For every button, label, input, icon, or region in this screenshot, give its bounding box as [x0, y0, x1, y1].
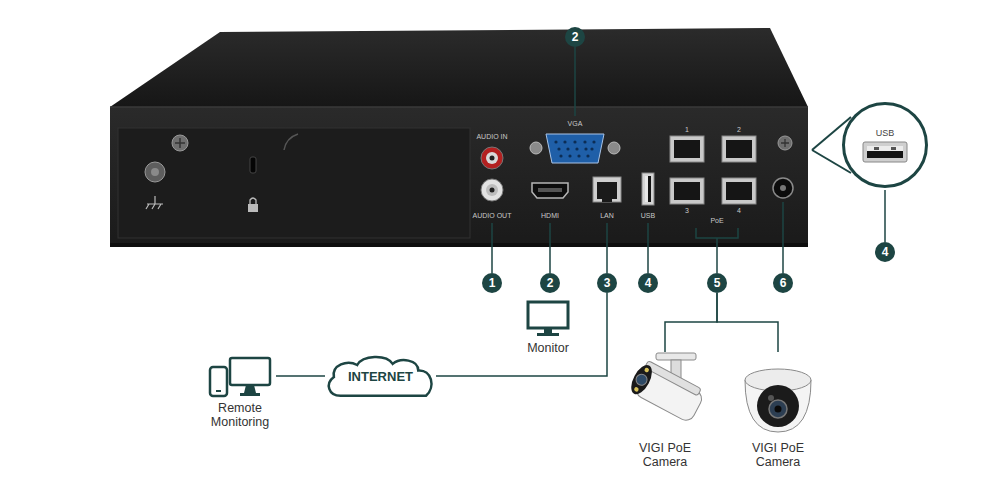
- port-label: 2: [737, 126, 741, 134]
- dome-camera-icon: [735, 352, 821, 438]
- node-text: 1: [489, 277, 496, 289]
- node-text: 4: [645, 277, 652, 289]
- port-label: AUDIO IN: [476, 133, 507, 141]
- port-label: PoE: [710, 217, 723, 225]
- callout-number: 4: [638, 273, 658, 293]
- remote-device-icon: [208, 356, 272, 398]
- audio-ports: [481, 147, 503, 201]
- callout-number: 5: [707, 273, 727, 293]
- remote-monitoring-node: Remote Monitoring: [204, 356, 276, 429]
- callout-number: 1: [482, 273, 502, 293]
- port-label: VGA: [568, 120, 583, 128]
- port-label: USB: [641, 212, 655, 220]
- bullet-camera-icon: [622, 352, 708, 438]
- node-text: Remote Monitoring: [204, 401, 276, 429]
- poe-ports: [670, 136, 756, 204]
- lan-port: [593, 177, 621, 202]
- node-text: 4: [882, 246, 889, 258]
- connector-line: [276, 375, 325, 377]
- usb-port: [642, 173, 654, 205]
- camera-node: VIGI PoE Camera: [735, 352, 821, 469]
- connector-line: [436, 293, 607, 376]
- screws-and-ground: [145, 135, 792, 212]
- zoom-circle: USB: [842, 102, 928, 188]
- monitor-node: Monitor: [526, 300, 570, 355]
- node-text: 6: [780, 277, 787, 289]
- usb-port-icon: [862, 141, 908, 163]
- camera-node: VIGI PoE Camera: [622, 352, 708, 469]
- callout-number: 3: [597, 273, 617, 293]
- connector-line: [665, 293, 717, 352]
- port-label: 4: [737, 207, 741, 215]
- leader-lines: [492, 47, 885, 273]
- nvr-body: [110, 28, 808, 247]
- vga-port: [530, 134, 620, 163]
- callout-number: 4: [875, 242, 895, 262]
- hdmi-port: [532, 183, 568, 198]
- node-text: 3: [604, 277, 611, 289]
- monitor-icon: [526, 300, 570, 338]
- callout-number: 2: [565, 27, 585, 47]
- port-label: 3: [685, 207, 689, 215]
- node-text: VIGI PoE Camera: [745, 441, 811, 469]
- connector-line: [717, 293, 778, 352]
- internet-cloud: INTERNET: [325, 354, 436, 398]
- node-text: INTERNET: [348, 369, 413, 384]
- power-jack: [773, 178, 793, 198]
- node-text: 2: [547, 277, 554, 289]
- callout-number: 2: [540, 273, 560, 293]
- port-label: HDMI: [541, 212, 559, 220]
- port-label: AUDIO OUT: [473, 212, 512, 220]
- node-text: VIGI PoE Camera: [632, 441, 698, 469]
- port-label: 1: [685, 126, 689, 134]
- node-text: 2: [572, 31, 579, 43]
- node-text: Monitor: [527, 341, 569, 355]
- node-text: 5: [714, 277, 721, 289]
- node-text: USB: [876, 128, 895, 139]
- port-label: LAN: [600, 212, 614, 220]
- callout-number: 6: [773, 273, 793, 293]
